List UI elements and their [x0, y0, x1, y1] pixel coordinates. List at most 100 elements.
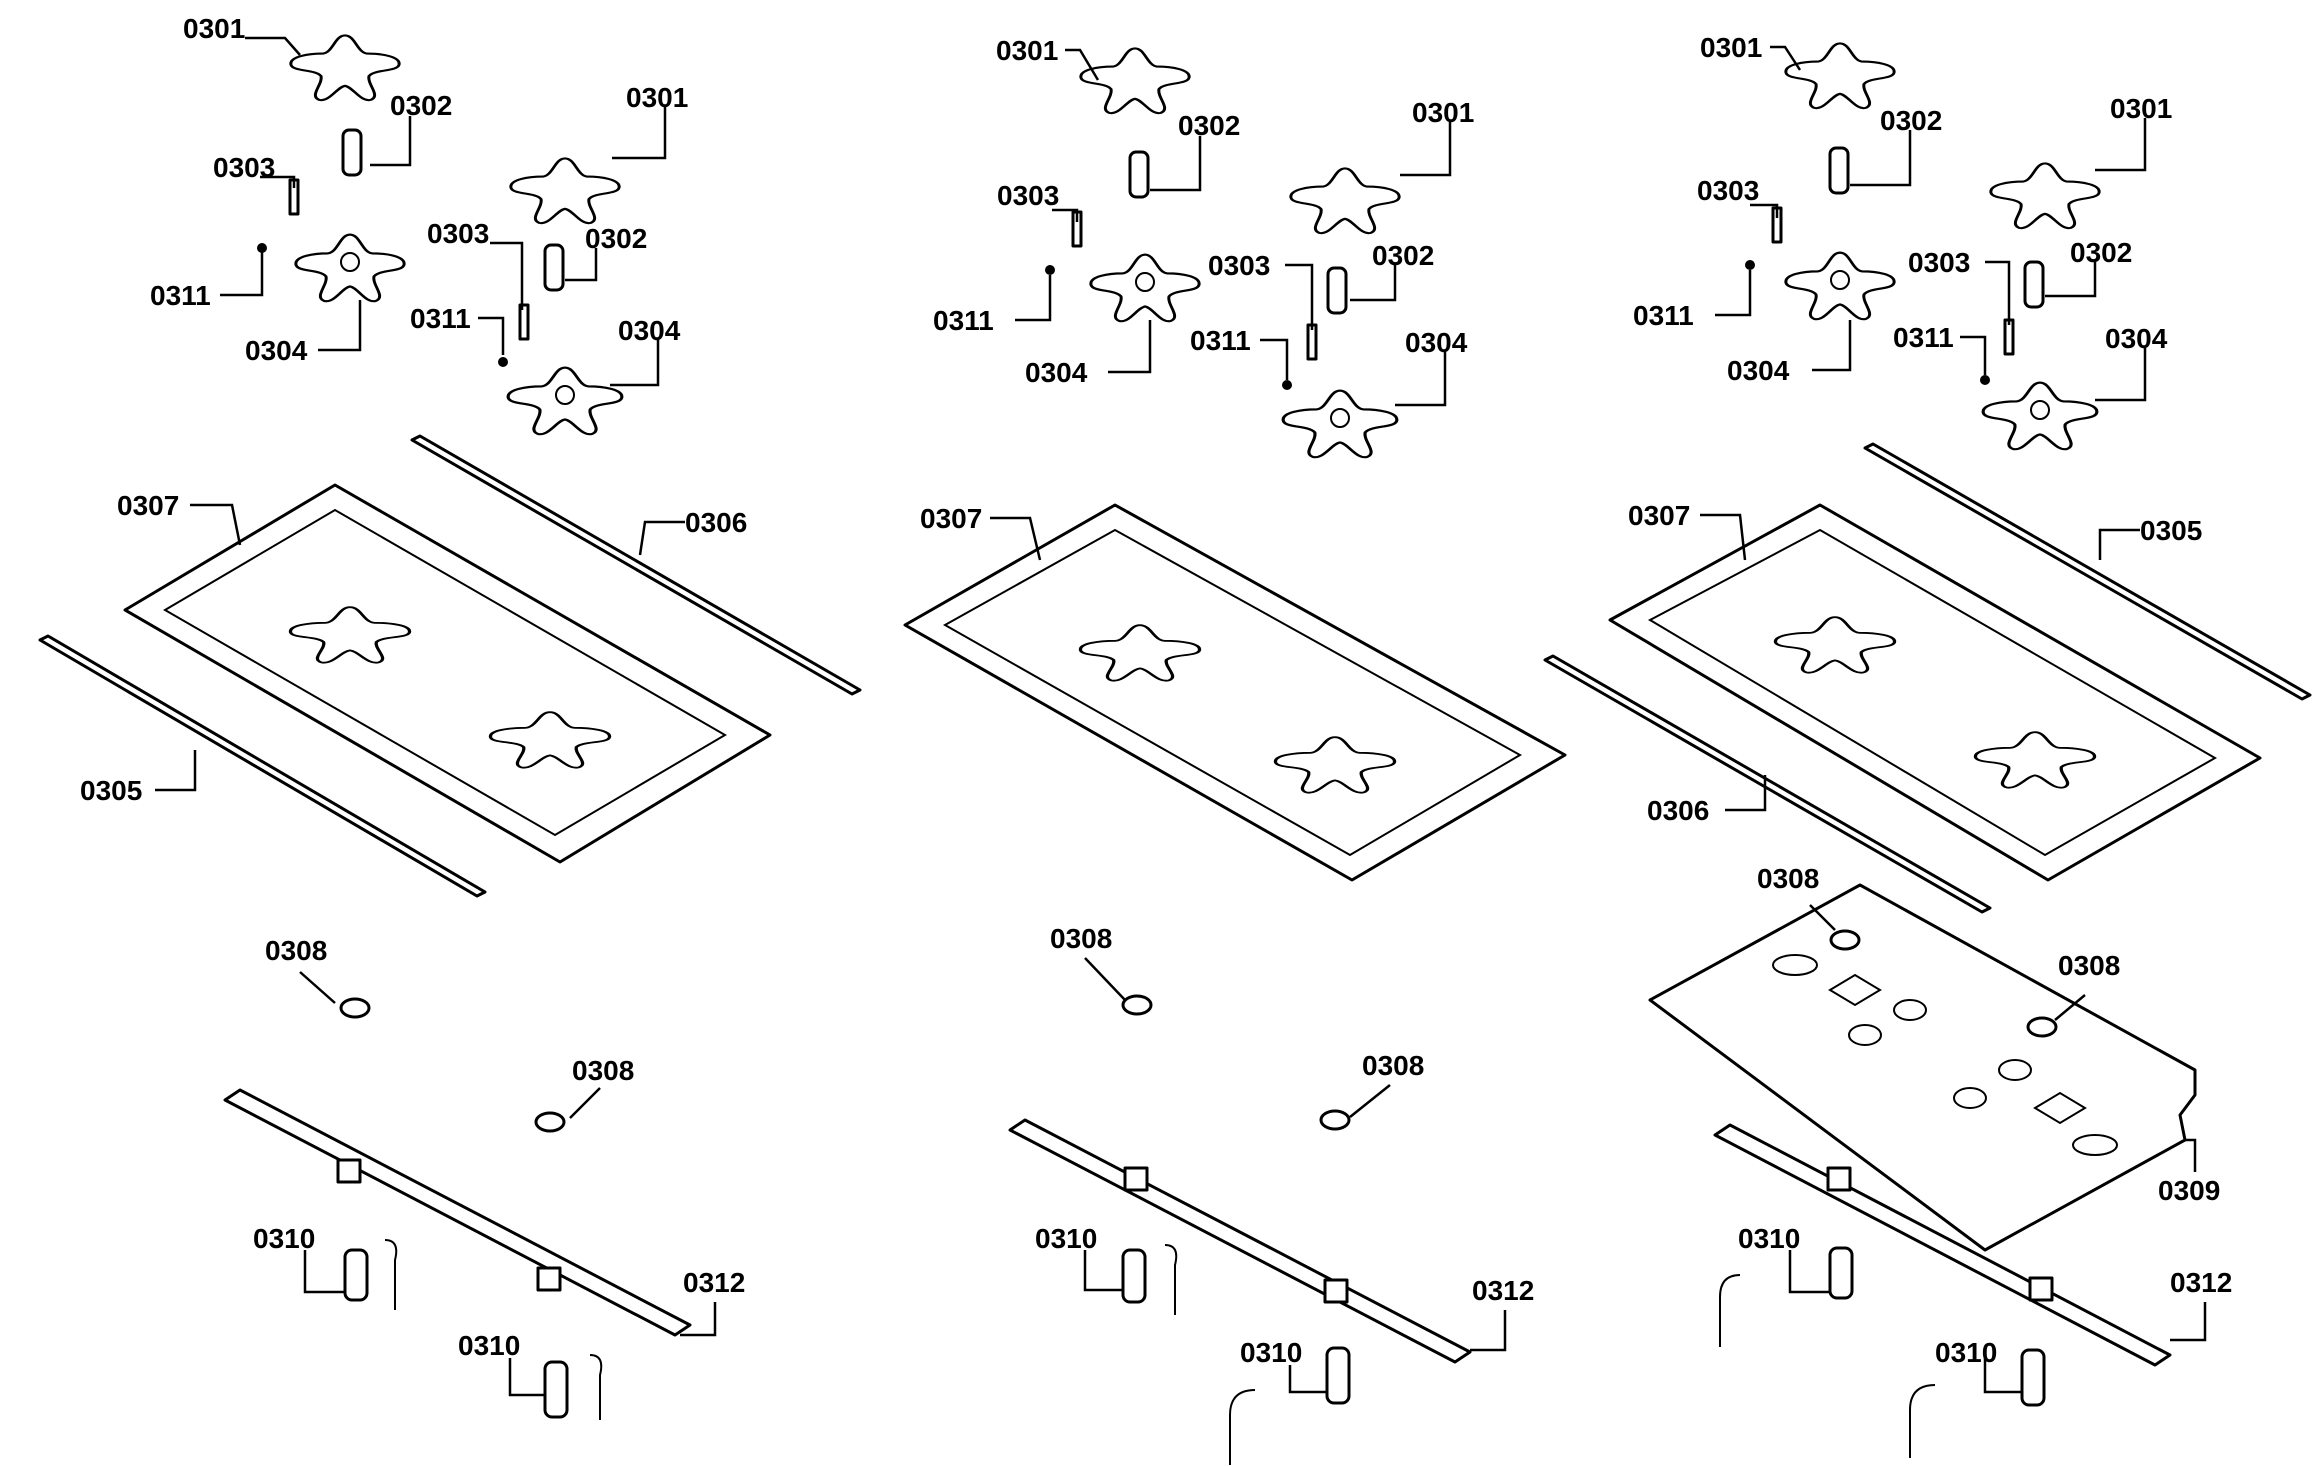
callout-label: 0311 — [1633, 300, 1694, 331]
callout-label: 0308 — [1362, 1050, 1424, 1081]
leader-line — [1288, 1365, 1327, 1394]
callout-label: 0311 — [1190, 325, 1251, 356]
callout-label: 0306 — [1647, 795, 1709, 826]
burner-cap-0301 — [1079, 46, 1191, 115]
callout-label: 0308 — [572, 1055, 634, 1086]
leader-line — [1285, 263, 1314, 330]
spreader-hole — [1330, 408, 1350, 428]
callout-label: 0310 — [1738, 1223, 1800, 1254]
bracket-mount — [536, 1266, 562, 1292]
injector-0302 — [1128, 150, 1150, 199]
leader-line — [490, 241, 524, 310]
trim-strip-0306 — [1543, 654, 1992, 914]
leader-line — [990, 516, 1042, 561]
leader-line — [1788, 1250, 1830, 1294]
leader-line — [1350, 265, 1397, 302]
leader-line — [370, 116, 412, 167]
leader-line — [2170, 1302, 2207, 1342]
callout-label: 0311 — [150, 280, 211, 311]
gas-valve-0310 — [1325, 1346, 1351, 1405]
leader-line — [1700, 513, 1747, 561]
callout-label: 0310 — [1240, 1337, 1302, 1368]
callout-label: 0301 — [183, 13, 245, 44]
spreader-hole — [340, 252, 360, 272]
callout-label: 0306 — [685, 507, 747, 538]
callout-label: 0304 — [245, 335, 308, 366]
spreader-hole — [555, 385, 575, 405]
grommet-0308 — [1121, 994, 1153, 1016]
spreader-hole — [2030, 400, 2050, 420]
trim-strip-0305 — [1863, 442, 2312, 701]
spreader-hole — [1135, 272, 1155, 292]
grommet-0308 — [339, 997, 371, 1019]
leader-line — [1850, 130, 1912, 187]
leader-line — [565, 248, 598, 282]
grommet-0308 — [1319, 1109, 1351, 1131]
leader-line — [680, 1302, 717, 1337]
burner-spreader-0304 — [506, 366, 624, 436]
leader-line — [612, 107, 667, 160]
burner-cap-0301 — [1289, 166, 1401, 235]
leader-line — [1260, 338, 1289, 380]
gas-valve-0310 — [1828, 1246, 1854, 1300]
leader-line — [2045, 262, 2097, 298]
callout-label: 0305 — [2140, 515, 2202, 546]
callout-label: 0312 — [683, 1267, 745, 1298]
callout-label: 0302 — [1880, 105, 1942, 136]
gas-tube — [1164, 1244, 1178, 1315]
bracket-mount — [1123, 1166, 1149, 1192]
callout-label: 0310 — [1935, 1337, 1997, 1368]
callout-label: 0305 — [80, 775, 142, 806]
callout-label: 0304 — [618, 315, 681, 346]
callout-label: 0301 — [996, 35, 1058, 66]
callout-label: 0304 — [1025, 357, 1088, 388]
leader-line — [220, 252, 264, 297]
callout-label: 0303 — [1908, 247, 1970, 278]
shield-hole — [1998, 1059, 2032, 1081]
leader-line — [1725, 775, 1767, 812]
bracket-mount — [1826, 1166, 1852, 1192]
burner-cap-0301 — [289, 33, 401, 102]
leader-line — [638, 520, 685, 556]
screw-0311 — [498, 357, 508, 367]
panel-middle: 0301 0302 0301 0303 0303 0302 0311 0311 … — [903, 35, 1567, 1465]
callout-label: 0308 — [265, 935, 327, 966]
leader-line — [190, 503, 242, 546]
callout-label: 0302 — [390, 90, 452, 121]
screw-0311 — [1282, 380, 1292, 390]
manifold-bracket-0312 — [223, 1088, 692, 1337]
gas-tube — [384, 1239, 398, 1310]
burner-spreader-0304 — [1089, 253, 1201, 323]
leader-line — [478, 316, 505, 355]
leader-line — [318, 300, 362, 352]
callout-label: 0307 — [117, 490, 179, 521]
burner-spreader-0304 — [1281, 389, 1399, 459]
leader-line — [569, 1087, 601, 1119]
callout-label: 0310 — [1035, 1223, 1097, 1254]
gas-tube — [589, 1354, 603, 1420]
grommet-0308 — [534, 1111, 566, 1133]
heat-shield-0309 — [1648, 883, 2197, 1252]
electrode-0303 — [2003, 318, 2015, 356]
leader-line — [1083, 1250, 1123, 1292]
callout-label: 0301 — [1412, 97, 1474, 128]
callout-label: 0309 — [2158, 1175, 2220, 1206]
shield-hole — [1893, 999, 1927, 1021]
leader-line — [1150, 136, 1202, 192]
shield-cutout — [1828, 973, 1882, 1007]
plate-inner-rim — [942, 528, 1523, 857]
leader-line — [2054, 994, 2086, 1021]
injector-0302 — [1828, 146, 1850, 195]
leader-line — [1015, 275, 1052, 322]
callout-label: 0303 — [997, 180, 1059, 211]
callout-label: 0311 — [933, 305, 994, 336]
burner-cap-0301 — [1989, 161, 2101, 230]
leader-line — [1809, 904, 1836, 931]
burner-spreader-0304 — [294, 233, 406, 303]
leader-line — [1812, 320, 1852, 372]
leader-line — [1770, 45, 1802, 71]
callout-label: 0302 — [1372, 240, 1434, 271]
callout-label: 0302 — [1178, 110, 1240, 141]
leader-line — [1349, 1084, 1391, 1118]
